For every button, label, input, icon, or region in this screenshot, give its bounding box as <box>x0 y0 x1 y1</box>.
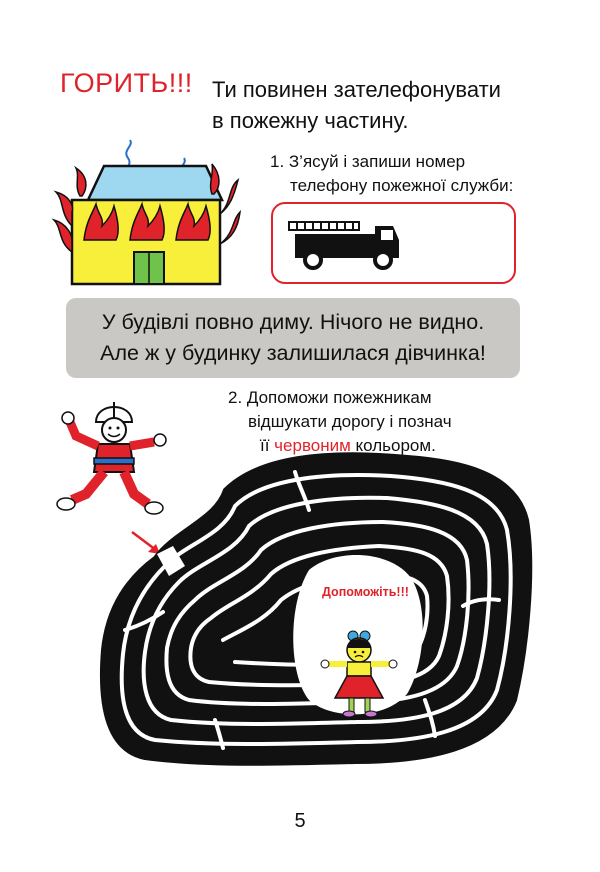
task-2-line-3: її червоним кольором. <box>260 436 436 455</box>
banner-line-1: У будівлі повно диму. Нічого не видно. <box>101 310 485 334</box>
arrow-icon <box>131 531 160 554</box>
girl-illustration <box>320 630 398 718</box>
help-shout-label: Допоможіть!!! <box>322 585 409 599</box>
fire-truck-icon <box>288 221 399 270</box>
task-1-line-2: телефону пожежної служби: <box>290 176 514 195</box>
alarm-title: ГОРИТЬ!!! <box>60 68 193 98</box>
task-2-line-2: відшукати дорогу і познач <box>248 412 452 431</box>
instruction-line-2: в пожежну частину. <box>212 108 409 133</box>
instruction-line-1: Ти повинен зателефонувати <box>212 77 501 102</box>
firefighter-illustration <box>56 402 167 515</box>
phone-number-box[interactable] <box>271 202 516 284</box>
task-2-text: 2. Допоможи пожежникам відшукати дорогу … <box>228 386 452 458</box>
task-1-text: 1. З’ясуй і запиши номер телефону пожежн… <box>270 150 513 198</box>
task-1-line-1: 1. З’ясуй і запиши номер <box>270 152 466 171</box>
highlight-word-red: червоним <box>274 436 351 455</box>
task-2-line-1: 2. Допоможи пожежникам <box>228 388 432 407</box>
banner-line-2: Але ж у будинку залишилася дівчинка! <box>100 341 486 365</box>
maze[interactable] <box>95 450 535 770</box>
story-banner: У будівлі повно диму. Нічого не видно. А… <box>66 298 520 378</box>
instruction-text: Ти повинен зателефонувати в пожежну част… <box>212 74 501 136</box>
page-number: 5 <box>294 810 306 832</box>
